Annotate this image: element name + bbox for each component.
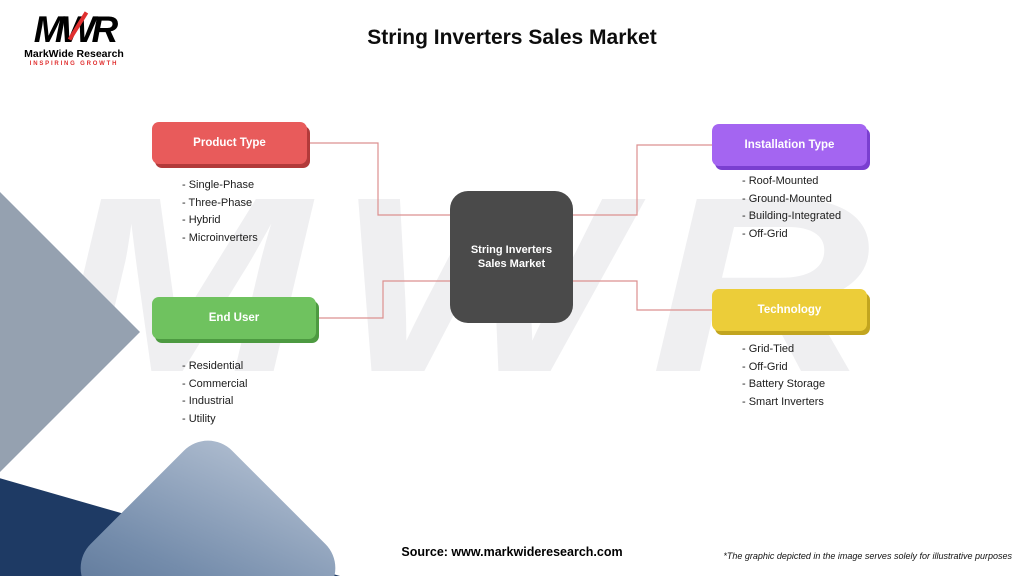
list-item: - Single-Phase [182,179,255,191]
category-label: Product Type [193,137,266,149]
list-item: - Off-Grid [742,227,788,240]
category-end-user: End User - Residential - Commercial - In… [152,297,316,428]
logo-company-name: MarkWide Research [24,48,124,61]
connector-end-user [316,280,452,319]
category-label: Technology [757,304,822,316]
center-node: String Inverters Sales Market [450,191,573,323]
category-list-product-type: - Single-Phase - Three-Phase - Hybrid - … [182,177,307,247]
category-product-type: Product Type - Single-Phase - Three-Phas… [152,122,307,247]
category-list-installation-type: - Roof-Mounted - Ground-Mounted - Buildi… [742,173,867,243]
page-title: String Inverters Sales Market [367,26,657,49]
source-text: Source: www.markwideresearch.com [401,545,623,559]
list-item: - Building-Integrated [742,210,842,222]
list-item: - Roof-Mounted [742,175,819,187]
list-item: - Hybrid [182,214,221,226]
connector-technology [571,280,712,311]
category-header-product-type: Product Type [152,122,307,164]
list-item: - Industrial [182,395,234,407]
list-item: - Off-Grid [742,360,788,373]
category-list-technology: - Grid-Tied - Off-Grid - Battery Storage… [742,341,867,411]
list-item: - Microinverters [182,231,258,244]
category-list-end-user: - Residential - Commercial - Industrial … [182,358,316,428]
category-technology: Technology - Grid-Tied - Off-Grid - Batt… [712,289,867,411]
category-header-end-user: End User [152,297,316,339]
category-header-installation-type: Installation Type [712,124,867,166]
markwide-logo: MWR MarkWide Research INSPIRING GROWTH [18,11,130,68]
logo-tagline: INSPIRING GROWTH [29,61,119,68]
connector-product-type [307,142,452,216]
list-item: - Residential [182,360,244,372]
list-item: - Grid-Tied [742,343,795,355]
list-item: - Three-Phase [182,196,253,209]
list-item: - Smart Inverters [742,395,824,408]
category-label: End User [208,312,260,324]
list-item: - Utility [182,412,216,425]
category-installation-type: Installation Type - Roof-Mounted - Groun… [712,124,867,243]
disclaimer-text: *The graphic depicted in the image serve… [723,551,1012,561]
connector-installation-type [571,144,712,216]
category-label: Installation Type [744,139,835,151]
list-item: - Battery Storage [742,378,826,390]
list-item: - Ground-Mounted [742,192,832,205]
center-node-label: String Inverters Sales Market [470,243,553,270]
category-header-technology: Technology [712,289,867,331]
list-item: - Commercial [182,377,248,390]
